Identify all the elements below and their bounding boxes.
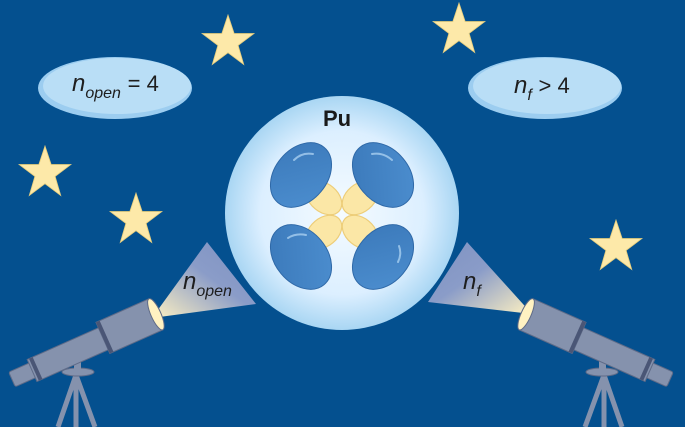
left-bubble (38, 57, 192, 119)
orbital-lobes (269, 142, 415, 290)
left-bubble-symbol: n (72, 70, 86, 97)
right-telescope (517, 298, 674, 427)
right-bubble-relation: > 4 (538, 73, 570, 98)
left-bubble-relation: = 4 (127, 71, 159, 96)
star-icon (589, 219, 643, 270)
right-bubble (468, 57, 622, 119)
pu-nucleus (225, 96, 459, 330)
right-bubble-label: nf > 4 (514, 72, 570, 104)
right-bubble-symbol: n (514, 72, 528, 99)
left-beam-symbol: n (183, 268, 197, 295)
right-beam-label: nf (463, 268, 481, 300)
right-observation-beam (428, 242, 532, 314)
left-telescope (8, 298, 165, 427)
left-bubble-label: nopen = 4 (72, 70, 159, 102)
right-beam-symbol: n (463, 268, 477, 295)
star-icon (432, 2, 486, 53)
right-bubble-subscript: f (527, 87, 532, 104)
star-icon (18, 145, 72, 196)
left-beam-subscript: open (196, 283, 232, 300)
nucleus-label: Pu (323, 106, 352, 131)
star-icon (109, 192, 163, 243)
left-observation-beam (152, 242, 256, 318)
star-icon (201, 14, 255, 65)
left-beam-label: nopen (183, 268, 232, 300)
tripod (55, 374, 98, 427)
left-bubble-subscript: open (85, 85, 121, 102)
tripod (582, 374, 625, 427)
right-beam-subscript: f (476, 283, 481, 300)
